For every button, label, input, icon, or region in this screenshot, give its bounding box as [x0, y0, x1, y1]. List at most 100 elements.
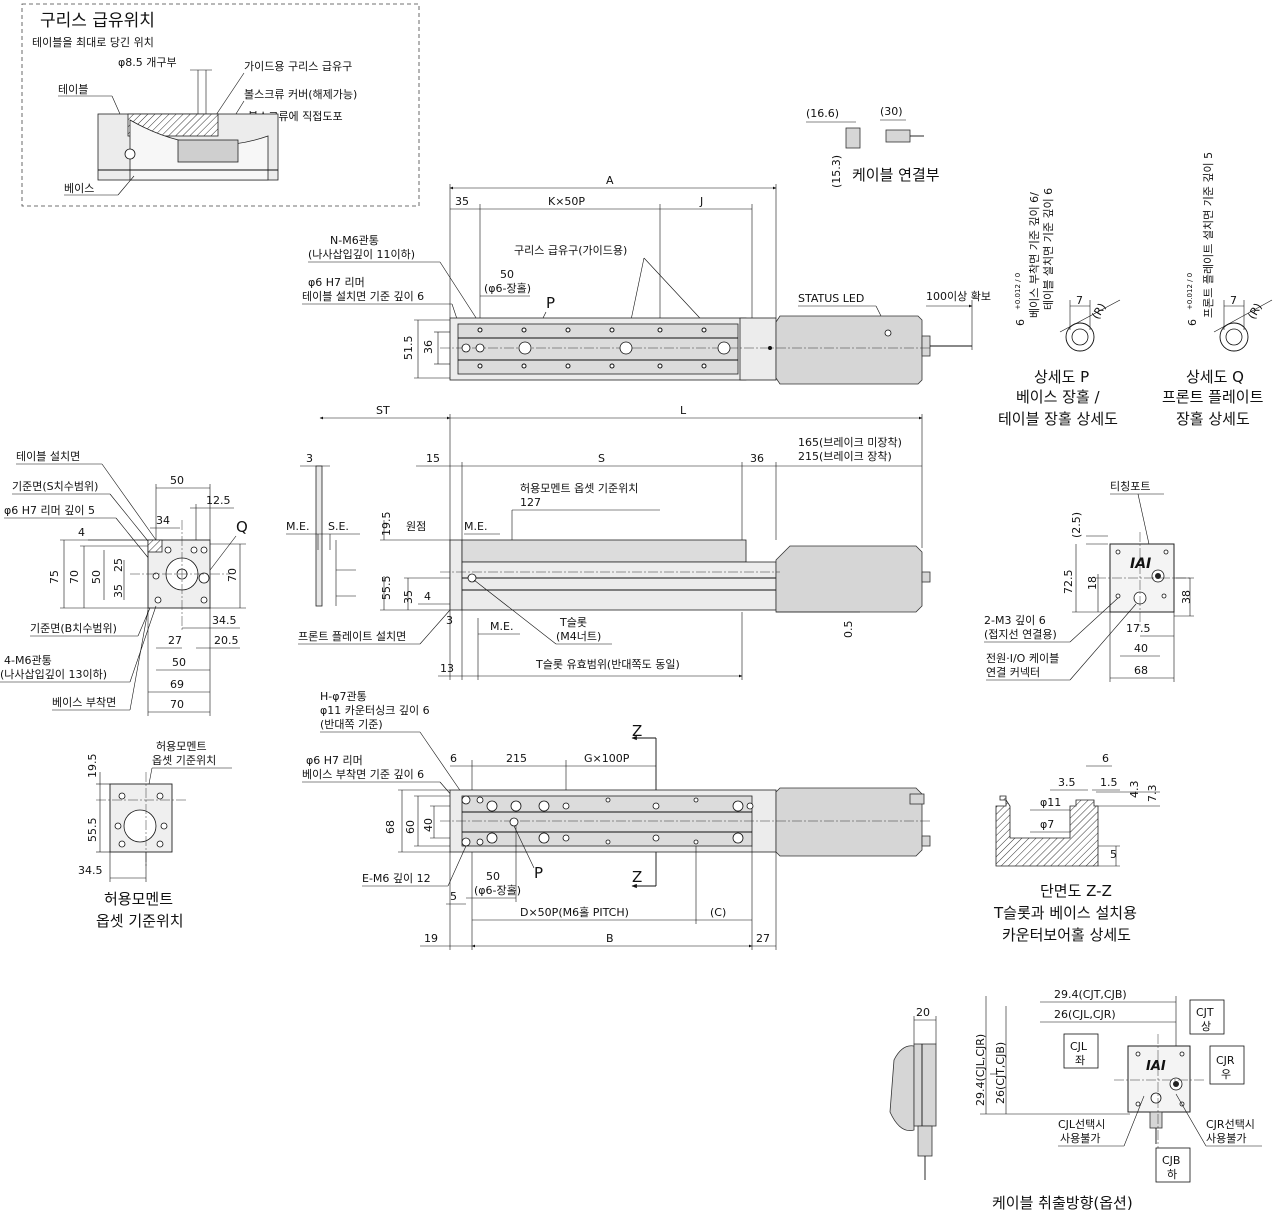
cjt-1: CJT: [1196, 1006, 1214, 1019]
side-view: ST L 3 15 S 36 165(브레이크 미장착) 215(브레이크 장착…: [286, 404, 931, 680]
end-50b: 50: [90, 570, 103, 584]
bot-C: (C): [710, 906, 726, 919]
section-zz: 6 3.5 1.5 4.3 7.3 φ11 φ7 5 단면도 Z-Z T슬롯과 …: [993, 752, 1160, 944]
cjr-no-2: 사용불가: [1206, 1132, 1246, 1145]
cjr-2: 우: [1221, 1068, 1231, 1081]
table-label: 테이블: [58, 83, 88, 96]
detail-q: 6 +0.012 / 0 프론트 플레이트 설치면 기준 깊이 5 7 (R) …: [1162, 152, 1273, 428]
origin: 원점: [406, 520, 426, 533]
detail-q-dim: 6: [1186, 319, 1199, 326]
conn-2: 연결 커넥터: [986, 666, 1040, 679]
side-05: 0.5: [842, 621, 855, 639]
detail-q-title-2: 프론트 플레이트: [1162, 388, 1264, 406]
reamer-2: 테이블 설치면 기준 깊이 6: [302, 290, 424, 303]
cable-connection: (16.6) (30) (15.3) 케이블 연결부: [806, 105, 940, 188]
opening-label: φ8.5 개구부: [118, 56, 177, 69]
tslot-1: T슬롯: [559, 616, 587, 629]
motor-25: (2.5): [1070, 512, 1083, 538]
detail-p-side-2: 테이블 설치면 기준 깊이 6: [1042, 188, 1055, 310]
base-label: 베이스: [64, 182, 94, 195]
end-205: 20.5: [214, 634, 239, 647]
dim-L: L: [680, 404, 687, 417]
detail-q-7: 7: [1230, 294, 1237, 307]
end-70c: 70: [170, 698, 184, 711]
cable-d3: (15.3): [830, 155, 843, 188]
cjr-1: CJR: [1216, 1054, 1235, 1067]
detail-q-side: 프론트 플레이트 설치면 기준 깊이 5: [1202, 152, 1215, 318]
base-surface: 베이스 부착면: [52, 696, 116, 709]
conn-1: 전원·I/O 케이블: [986, 652, 1059, 665]
bot-50: 50: [486, 870, 500, 883]
dim-ST: ST: [376, 404, 390, 417]
detail-q-title-3: 장홀 상세도: [1176, 410, 1250, 428]
detail-p-7: 7: [1076, 294, 1083, 307]
end-25: 25: [112, 558, 125, 572]
h-holes-1: H-φ7관통: [320, 690, 367, 703]
h-holes-2: φ11 카운터싱크 깊이 6: [320, 704, 430, 717]
m6-1: 4-M6관통: [4, 654, 52, 667]
dim-15: 15: [426, 452, 440, 465]
sec-73: 7.3: [1146, 785, 1159, 803]
side-195: 19.5: [380, 512, 393, 537]
bot-60: 60: [404, 820, 417, 834]
cable-d2: (30): [880, 105, 903, 118]
bot-reamer-2: 베이스 부착면 기준 깊이 6: [302, 768, 424, 781]
guide-port-label: 가이드용 구리스 급유구: [244, 60, 352, 73]
dim-50: 50: [500, 268, 514, 281]
e-holes: E-M6 깊이 12: [362, 872, 431, 885]
motor-end-view: 티칭포트 (2.5) IAI 72.5 18 38 2-M3 깊이 6 (접지선…: [984, 480, 1194, 682]
end-50c: 50: [172, 656, 186, 669]
moment-label-1: 허용모멘트: [156, 740, 207, 753]
n-holes-2: (나사삽입깊이 11이하): [308, 247, 415, 261]
me3: M.E.: [490, 620, 513, 633]
cjl-2: 좌: [1075, 1054, 1085, 1067]
mark-Q: Q: [236, 518, 248, 536]
mark-P: P: [546, 294, 555, 312]
dim-36: 36: [750, 452, 764, 465]
end-125: 12.5: [206, 494, 231, 507]
end-50: 50: [170, 474, 184, 487]
cable-26: 26(CJL,CJR): [1054, 1008, 1116, 1021]
motor-68: 68: [1134, 664, 1148, 677]
cjt-2: 상: [1201, 1020, 1211, 1033]
tslot-2: (M4너트): [556, 630, 601, 643]
motor-logo: IAI: [1130, 556, 1151, 572]
dim-35: 35: [455, 195, 469, 208]
side-4: 4: [424, 590, 431, 603]
bot-40: 40: [422, 818, 435, 832]
bot-19: 19: [424, 932, 438, 945]
cable-exit: 20 29.4(CJL,CJR) 26(CJT,CJB) 29.4(CJT,CJ…: [889, 988, 1262, 1212]
n-holes-1: N-M6관통: [330, 234, 379, 247]
grease-detail: 구리스 급유위치 테이블을 최대로 당긴 위치 φ8.5 개구부 가이드용 구리…: [21, 3, 420, 207]
cjr-no-1: CJR선택시: [1206, 1118, 1255, 1131]
moment-label-2: 옵셋 기준위치: [152, 754, 216, 767]
bot-27: 27: [756, 932, 770, 945]
me1: M.E.: [286, 520, 309, 533]
bot-reamer-1: φ6 H7 리머: [306, 754, 363, 767]
cable-v294: 29.4(CJL,CJR): [974, 1034, 987, 1106]
end-345: 34.5: [212, 614, 237, 627]
end-view: 테이블 설치면 기준면(S치수범위) φ6 H7 리머 깊이 5 50 12.5…: [0, 450, 248, 716]
dim-515: 51.5: [402, 336, 415, 361]
end-27: 27: [168, 634, 182, 647]
dim-36: 36: [422, 340, 435, 354]
h-holes-3: (반대쪽 기준): [320, 718, 383, 731]
sec-6: 6: [1102, 752, 1109, 765]
moment-ref-2: 127: [520, 496, 541, 509]
detail-p-tol: +0.012 / 0: [1014, 273, 1022, 310]
moment-ref-1: 허용모멘트 옵셋 기준위치: [520, 482, 638, 495]
dim-S: S: [598, 452, 605, 465]
detail-p-dim: 6: [1014, 319, 1027, 326]
dim-A: A: [606, 174, 614, 187]
cable-d1: (16.6): [806, 107, 839, 120]
dim-50b: (φ6-장홀): [484, 282, 531, 295]
cable-conn-title: 케이블 연결부: [852, 166, 940, 184]
moment-title-1: 허용모멘트: [104, 890, 173, 908]
m3-2: (접지선 연결용): [984, 628, 1057, 641]
me2: M.E.: [464, 520, 487, 533]
se: S.E.: [328, 520, 349, 533]
status-led: STATUS LED: [798, 292, 864, 305]
bot-G: G×100P: [584, 752, 630, 765]
len-2: 215(브레이크 장착): [798, 450, 892, 463]
